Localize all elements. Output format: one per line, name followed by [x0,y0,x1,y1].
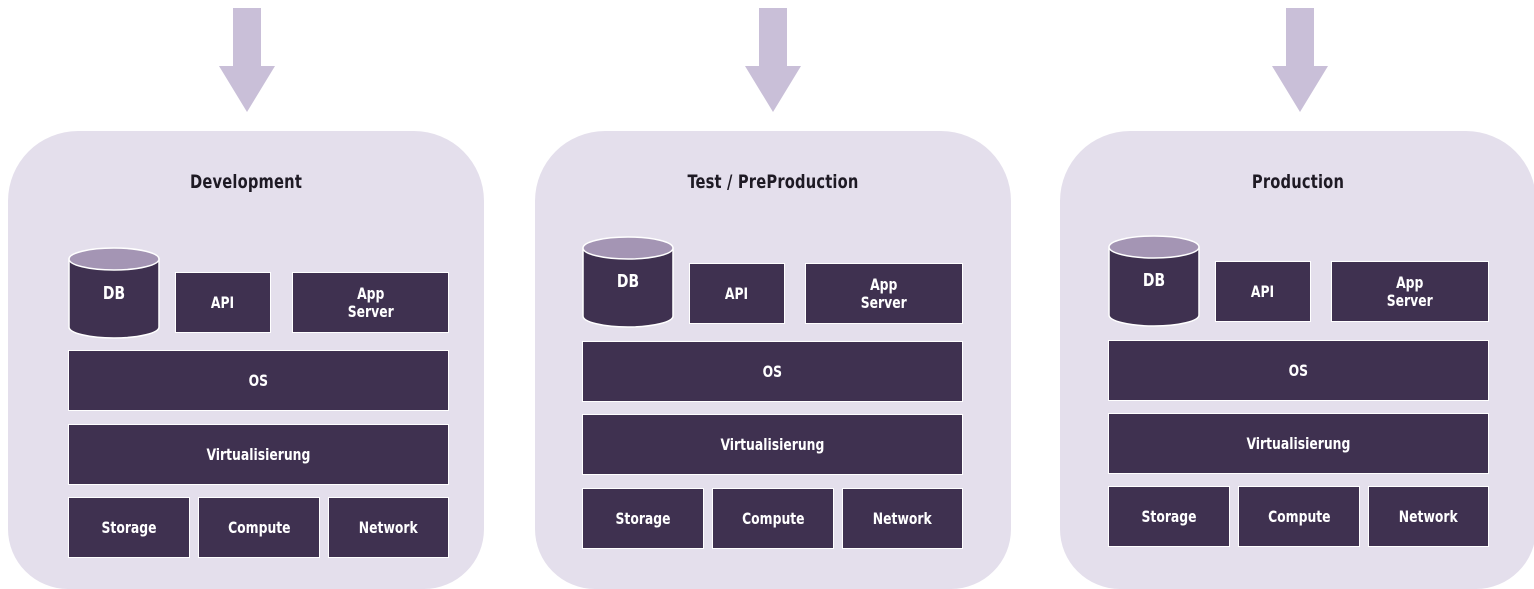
environment-development: Development DB API App Server OS Virtual… [0,0,484,589]
os-box: OS [1108,340,1489,401]
network-label: Network [873,508,932,528]
environment-test-preproduction: Test / PreProduction DB API App Server O… [527,0,1011,589]
environment-panel: Development DB API App Server OS Virtual… [8,131,484,589]
db-label: DB [1142,270,1166,291]
storage-label: Storage [101,517,157,537]
virtualization-label: Virtualisierung [720,434,825,454]
network-box: Network [1368,486,1489,547]
network-label: Network [359,517,418,537]
down-arrow-icon [745,8,801,112]
storage-label: Storage [615,508,671,528]
compute-label: Compute [1267,506,1331,526]
storage-label: Storage [1141,506,1197,526]
environment-title: Test / PreProduction [687,171,859,193]
storage-box: Storage [1108,486,1230,547]
database-cylinder-icon [1108,235,1200,327]
os-box: OS [68,350,449,411]
compute-box: Compute [712,488,834,549]
storage-box: Storage [582,488,704,549]
db-label: DB [616,271,640,292]
os-box: OS [582,341,963,402]
down-arrow-icon [1272,8,1328,112]
database-cylinder-icon [68,247,160,339]
environment-panel: Production DB API App Server OS Virtuali… [1060,131,1534,589]
network-box: Network [328,497,449,558]
app-server-label: App Server [347,283,394,321]
compute-box: Compute [198,497,320,558]
os-label: OS [248,370,269,390]
environment-title: Production [1251,171,1345,193]
environment-title: Development [189,171,303,193]
os-label: OS [762,361,783,381]
os-label: OS [1288,360,1309,380]
app-server-label: App Server [1386,272,1433,310]
app-server-box: App Server [1331,261,1489,322]
virtualization-box: Virtualisierung [582,414,963,475]
app-server-box: App Server [292,272,449,333]
down-arrow-icon [219,8,275,112]
api-label: API [725,283,749,303]
api-box: API [1215,261,1311,322]
virtualization-box: Virtualisierung [68,424,449,485]
network-label: Network [1399,506,1458,526]
environment-panel: Test / PreProduction DB API App Server O… [535,131,1011,589]
api-label: API [211,292,235,312]
api-box: API [689,263,785,324]
compute-label: Compute [741,508,805,528]
api-box: API [175,272,271,333]
app-server-box: App Server [805,263,963,324]
compute-label: Compute [227,517,291,537]
environment-production: Production DB API App Server OS Virtuali… [1052,0,1534,589]
storage-box: Storage [68,497,190,558]
app-server-label: App Server [860,274,907,312]
compute-box: Compute [1238,486,1360,547]
db-label: DB [102,283,126,304]
virtualization-box: Virtualisierung [1108,413,1489,474]
api-label: API [1251,281,1275,301]
virtualization-label: Virtualisierung [1246,433,1351,453]
network-box: Network [842,488,963,549]
database-cylinder-icon [582,236,674,328]
virtualization-label: Virtualisierung [206,444,311,464]
